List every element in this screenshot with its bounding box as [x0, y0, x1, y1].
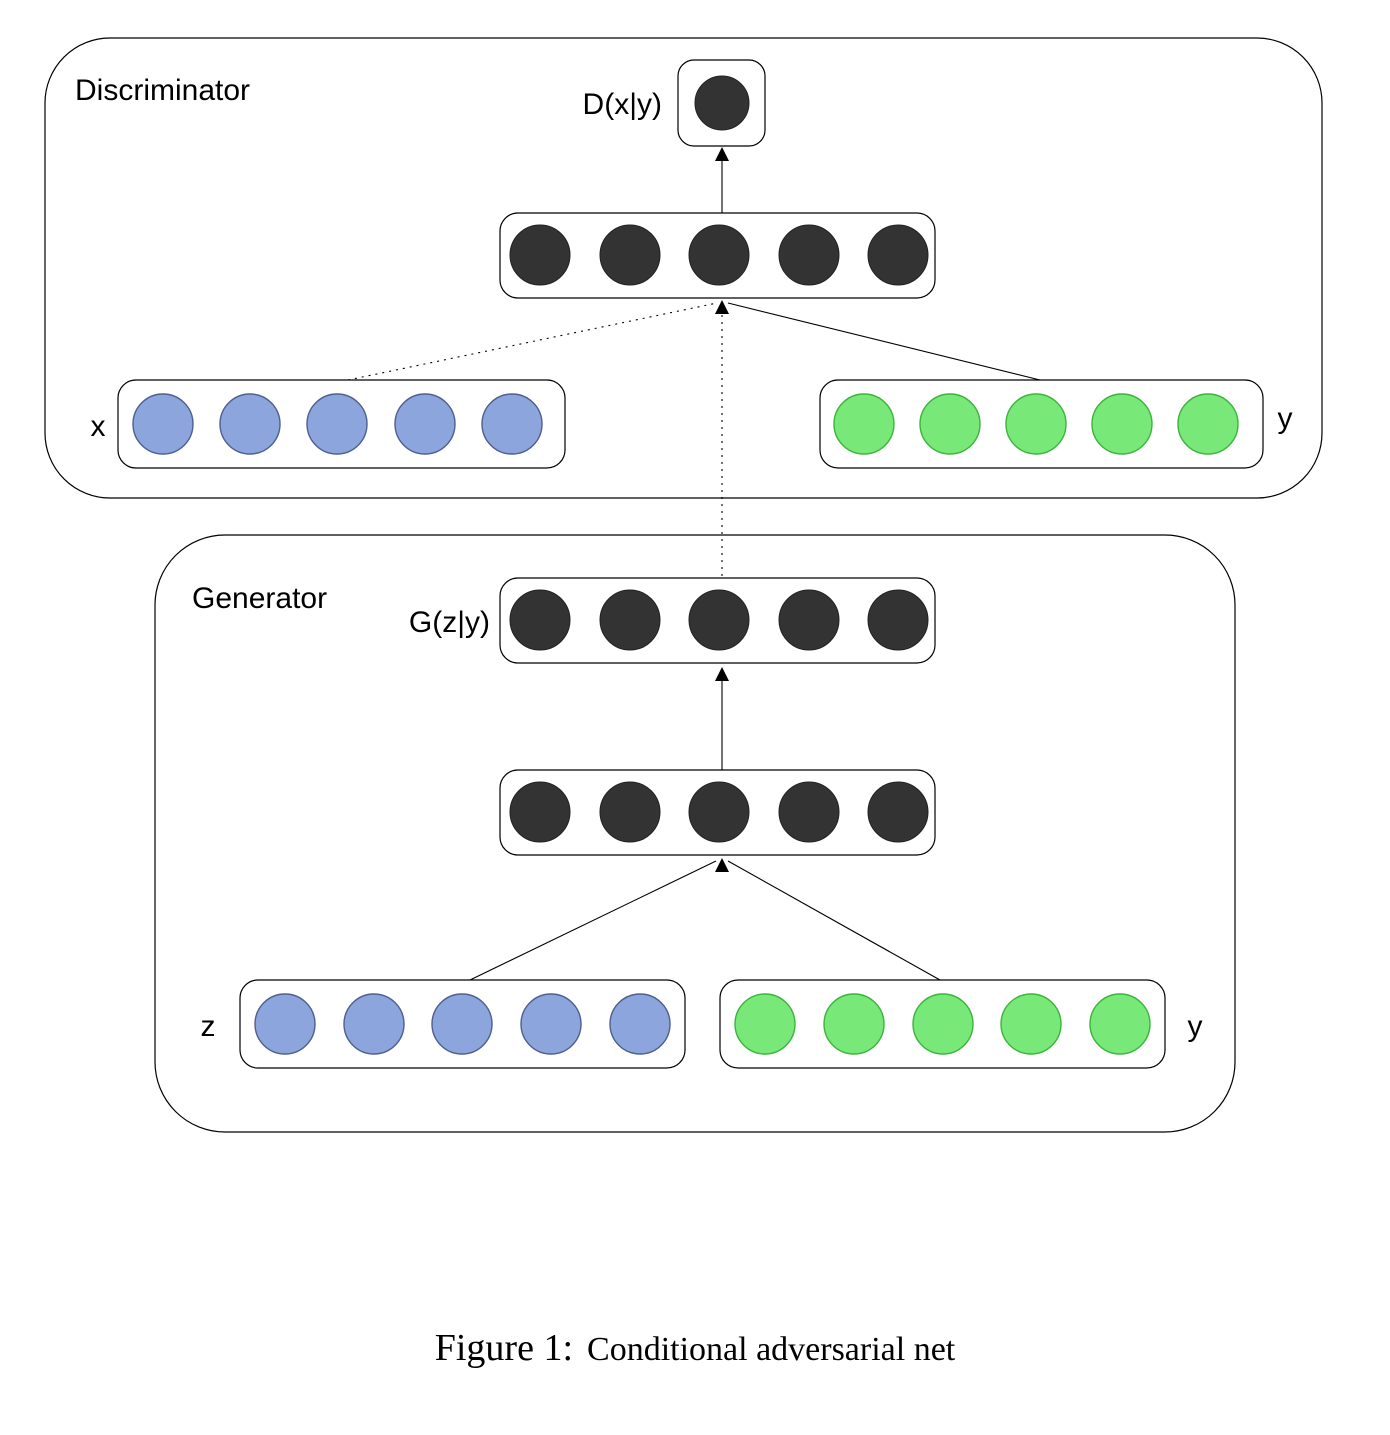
arrowhead-icon — [715, 147, 729, 161]
arrowhead-icon — [715, 667, 729, 681]
z-node — [609, 993, 671, 1055]
hidden-node — [867, 224, 929, 286]
connections — [347, 147, 1041, 981]
y-node-gen — [1000, 993, 1062, 1055]
x-node — [132, 393, 194, 455]
g-output-node — [688, 589, 750, 651]
z-node — [431, 993, 493, 1055]
z-input-label: z — [201, 1010, 216, 1043]
y-node-gen — [1089, 993, 1151, 1055]
generator-output-label: G(z|y) — [409, 606, 490, 639]
y-node — [919, 393, 981, 455]
hidden-node — [599, 224, 661, 286]
connection-z-to-gen-hidden — [469, 860, 717, 981]
y-node-gen — [912, 993, 974, 1055]
y-node-gen — [823, 993, 885, 1055]
g-output-node — [509, 589, 571, 651]
gen-hidden-node — [778, 781, 840, 843]
arrowhead-icon — [715, 858, 729, 872]
y-node — [1091, 393, 1153, 455]
z-node — [254, 993, 316, 1055]
hidden-node — [688, 224, 750, 286]
connection-y-to-gen-hidden — [727, 860, 941, 981]
y-node — [1177, 393, 1239, 455]
output-node — [694, 75, 750, 131]
figure-caption-text: Conditional adversarial net — [587, 1331, 956, 1368]
gen-hidden-node — [867, 781, 929, 843]
y-node — [833, 393, 895, 455]
gen-hidden-node — [688, 781, 750, 843]
arrowhead-icon — [715, 300, 729, 314]
discriminator-label: Discriminator — [75, 74, 250, 107]
y-node — [1005, 393, 1067, 455]
x-node — [306, 393, 368, 455]
figure-caption: Figure 1: Conditional adversarial net — [435, 1327, 956, 1369]
x-node — [394, 393, 456, 455]
y-input-label-discriminator: y — [1278, 402, 1293, 435]
g-output-node — [599, 589, 661, 651]
z-node — [343, 993, 405, 1055]
x-input-label: x — [91, 410, 106, 443]
x-node — [219, 393, 281, 455]
z-node — [520, 993, 582, 1055]
g-output-node — [867, 589, 929, 651]
figure-caption-label: Figure 1: — [435, 1327, 573, 1369]
hidden-node — [778, 224, 840, 286]
gen-hidden-node — [509, 781, 571, 843]
hidden-node — [509, 224, 571, 286]
discriminator-output-label: D(x|y) — [583, 88, 662, 121]
generator-label: Generator — [192, 582, 327, 615]
g-output-node — [778, 589, 840, 651]
y-node-gen — [734, 993, 796, 1055]
connection-y-to-disc-hidden — [727, 302, 1041, 381]
y-input-label-generator: y — [1188, 1010, 1203, 1043]
gen-hidden-node — [599, 781, 661, 843]
x-node — [481, 393, 543, 455]
